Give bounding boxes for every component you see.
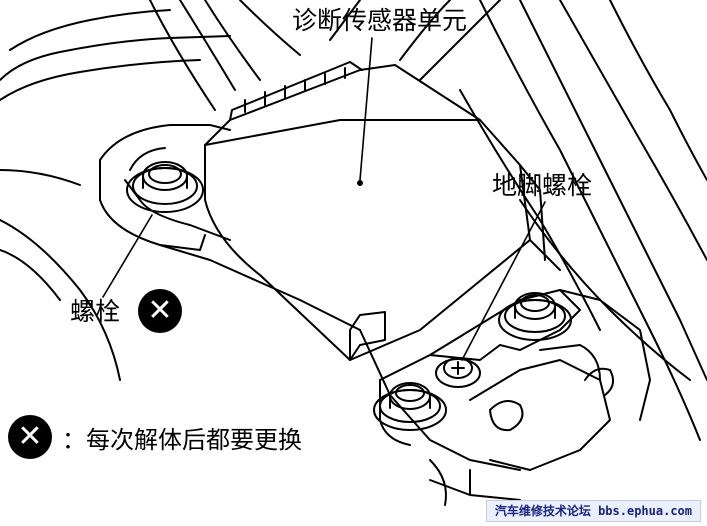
sensor-unit-housing — [204, 61, 561, 361]
mounting-bracket — [99, 124, 521, 471]
vehicle-contours — [0, 0, 707, 441]
x-circle-icon: ✕ — [138, 289, 182, 333]
bolt-label: 螺栓 — [70, 297, 121, 326]
legend-note: ：每次解体后都要更换 — [62, 426, 302, 454]
leader-bolt — [102, 214, 153, 298]
bolt-right-lower — [373, 382, 447, 431]
leader-sensor-unit — [359, 37, 373, 181]
x-circle-icon: ✕ — [8, 415, 52, 459]
leader-anchor-bolt — [461, 201, 546, 361]
watermark-banner: 汽车维修技术论坛 bbs.ephua.com — [485, 500, 701, 522]
sensor-unit-point — [357, 180, 363, 186]
anchor-bolt-label: 地脚螺栓 — [492, 171, 593, 200]
anchor-bolt — [435, 357, 481, 388]
bolt-right-upper — [498, 292, 572, 341]
sensor-unit-label: 诊断传感器单元 — [292, 6, 468, 35]
bolt-left — [126, 161, 204, 213]
callout-leaders — [102, 37, 546, 361]
